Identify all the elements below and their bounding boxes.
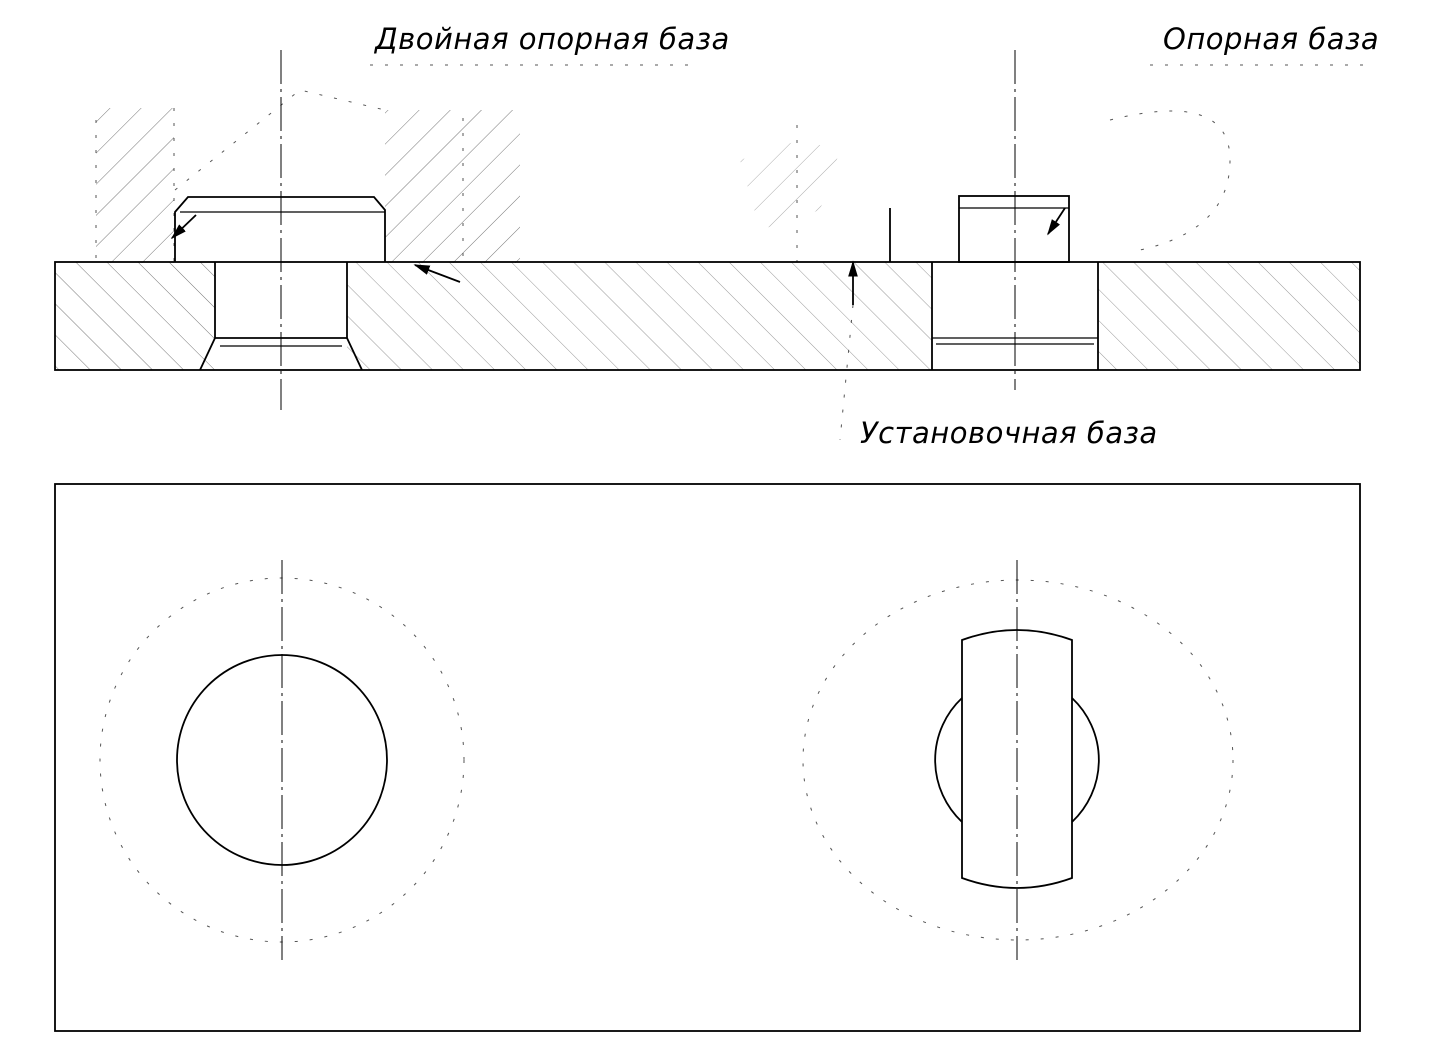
plan-view	[54, 483, 1361, 1032]
base-arrows	[170, 207, 1066, 441]
diamond-pin-arc-left	[934, 697, 963, 823]
diamond-pin-phantom	[740, 110, 1231, 262]
base-plate-outline	[54, 483, 1361, 1032]
diamond-pin	[958, 195, 1070, 263]
label-mounting-base: Установочная база	[860, 416, 1158, 450]
label-double-support-base: Двойная опорная база	[373, 22, 730, 56]
left-fixture-jaw	[95, 108, 175, 263]
upper-fixture-body	[174, 89, 520, 263]
diamond-pin-body	[961, 629, 1073, 889]
label-support-base: Опорная база	[1163, 22, 1379, 56]
section-view	[54, 50, 1361, 441]
diamond-pin-arc-right	[1071, 697, 1100, 823]
cylindrical-pin	[174, 196, 386, 262]
base-plate-section	[54, 261, 1361, 371]
right-clamp-phantom	[802, 579, 1234, 941]
